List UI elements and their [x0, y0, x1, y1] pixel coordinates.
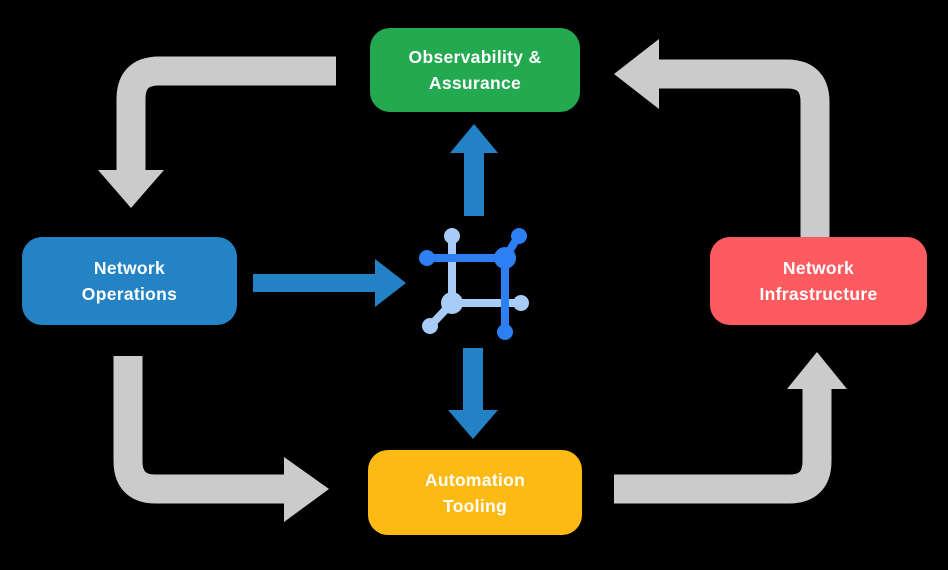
- flow-arrow-operations-to-hub: [253, 259, 406, 307]
- network-operations-label: Network Operations: [82, 255, 177, 307]
- label-line: Network: [93, 258, 166, 278]
- automation-tooling-label: Automation Tooling: [425, 467, 525, 519]
- label-line: Assurance: [428, 73, 522, 93]
- arrow-head: [614, 39, 659, 109]
- arrow-head: [98, 170, 164, 208]
- arrow-shaft: [659, 59, 830, 238]
- cycle-arrow-operations-to-automation: [113, 356, 329, 522]
- label-line: Network: [782, 258, 855, 278]
- cycle-arrow-infrastructure-to-observability: [614, 39, 830, 238]
- cycle-arrow-observability-to-operations: [98, 56, 336, 208]
- hub-icon-dark-parts: [419, 228, 527, 340]
- network-infrastructure-box: Network Infrastructure: [710, 237, 927, 325]
- arrow-shaft: [113, 356, 284, 504]
- label-line: Automation: [424, 469, 526, 490]
- arrow-head: [787, 352, 847, 389]
- observability-assurance-box: Observability & Assurance: [370, 28, 580, 112]
- network-infrastructure-label: Network Infrastructure: [760, 255, 878, 307]
- flow-arrow-hub-to-automation: [448, 348, 498, 439]
- network-hub-icon: [419, 228, 529, 340]
- observability-assurance-label: Observability & Assurance: [409, 44, 542, 96]
- flow-arrow-hub-to-observability: [450, 124, 498, 216]
- arrow-shaft: [116, 56, 336, 172]
- hub-icon-light-parts: [422, 228, 529, 334]
- label-line: Tooling: [443, 495, 507, 516]
- network-operations-box: Network Operations: [22, 237, 237, 325]
- label-line: Infrastructure: [759, 284, 878, 304]
- arrow-shaft: [614, 389, 832, 504]
- label-line: Operations: [81, 284, 178, 304]
- cycle-arrow-automation-to-infrastructure: [614, 352, 847, 504]
- automation-tooling-box: Automation Tooling: [368, 450, 582, 535]
- arrow-head: [284, 457, 329, 522]
- label-line: Observability &: [408, 47, 542, 67]
